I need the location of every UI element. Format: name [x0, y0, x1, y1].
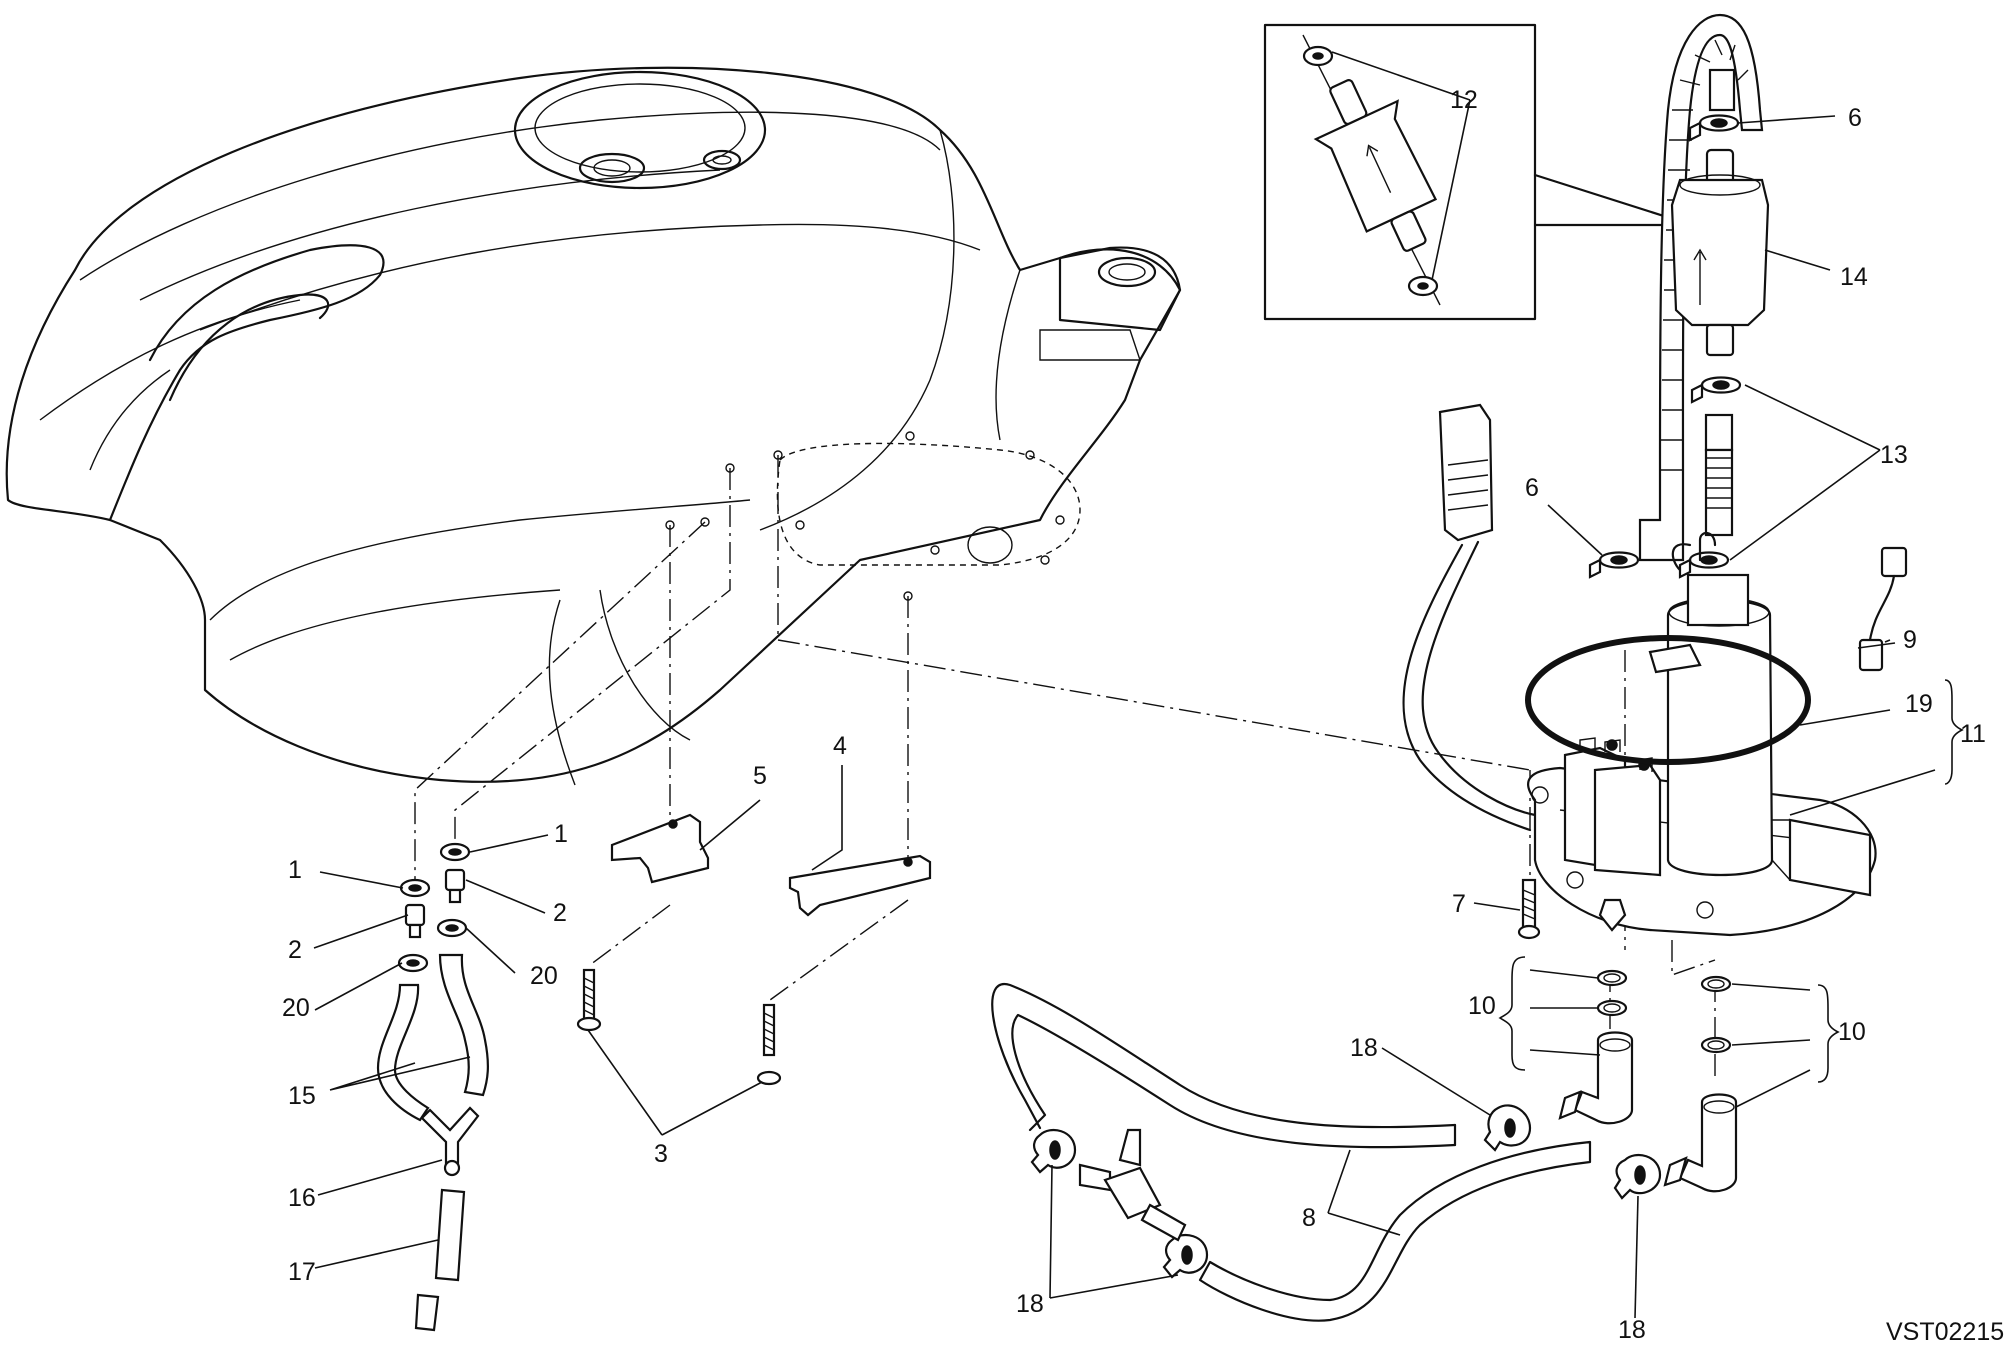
callout-20-left: 20	[282, 994, 310, 1022]
tank-bolt-holes	[665, 431, 1065, 601]
callout-13: 13	[1880, 441, 1908, 469]
fuel-pump-assembly-11	[1525, 532, 1877, 937]
screw-3-left	[576, 968, 602, 1032]
screw-3-right	[756, 1003, 782, 1086]
y-fitting-16	[420, 1106, 480, 1177]
figure-code: VST02215	[1886, 1318, 2004, 1346]
nipple-2-left	[404, 903, 426, 939]
callout-12: 12	[1450, 86, 1478, 114]
washer-1-left	[399, 878, 431, 898]
leader-lines	[313, 51, 1964, 1319]
elbow-fitting-left	[1558, 1031, 1634, 1125]
filter-detail-inset	[1263, 23, 1694, 321]
callout-7: 7	[1452, 890, 1466, 918]
hose-segment	[1704, 413, 1734, 537]
clip-18-right	[1613, 1153, 1662, 1200]
callout-10-right: 10	[1838, 1018, 1866, 1046]
clip-6-upper	[1688, 114, 1740, 142]
callout-19: 19	[1905, 690, 1933, 718]
callout-10-left: 10	[1468, 992, 1496, 1020]
o-rings-10-left	[1596, 969, 1628, 1017]
clip-13-upper	[1690, 376, 1742, 404]
clip-18-upper	[1483, 1104, 1532, 1152]
callout-11: 11	[1960, 720, 1986, 748]
callout-18-upper: 18	[1350, 1034, 1378, 1062]
sensor-9	[1858, 546, 1908, 672]
callout-6-upper: 6	[1848, 104, 1862, 132]
callout-2-right: 2	[553, 899, 567, 927]
bracket-5	[610, 813, 710, 884]
tank-rear-tab	[1039, 246, 1182, 361]
filler-cap-recess	[513, 70, 767, 190]
hose-15-left	[376, 983, 430, 1122]
callout-6-lower: 6	[1525, 474, 1539, 502]
callout-4: 4	[833, 732, 847, 760]
callout-labels: 1 1 2 2 3 4 5 6 6 7 8 9 10 10 11 12 13 1…	[282, 86, 1986, 1344]
pump-connector-harness	[1402, 403, 1537, 832]
callout-1-right: 1	[554, 820, 568, 848]
nipple-2-right	[444, 868, 466, 904]
clip-6-lower	[1588, 551, 1640, 579]
assembly-lines	[414, 455, 1716, 1080]
o-ring-19	[1525, 635, 1811, 765]
o-rings-10-right	[1700, 975, 1732, 1054]
callout-15: 15	[288, 1082, 316, 1110]
callout-17: 17	[288, 1258, 316, 1286]
callout-5: 5	[753, 762, 767, 790]
vent-fittings	[376, 842, 489, 1332]
hose-17	[434, 1188, 466, 1282]
callout-16: 16	[288, 1184, 316, 1212]
hose-15-right	[438, 953, 489, 1097]
bracket-4	[788, 854, 932, 917]
screw-7	[1517, 878, 1541, 940]
washer-1-right	[439, 842, 471, 862]
clip-13-lower	[1678, 551, 1730, 579]
clip-18-left-pair	[1030, 1128, 1209, 1279]
callout-2-left: 2	[288, 936, 302, 964]
callout-18-right: 18	[1618, 1316, 1646, 1344]
fuel-line-8-lower	[1198, 1140, 1592, 1322]
elbow-fitting-right	[1663, 1093, 1738, 1193]
fuel-tank	[5, 66, 1182, 786]
fuel-filter-14	[1670, 148, 1770, 357]
callout-20-right: 20	[530, 962, 558, 990]
callout-8: 8	[1302, 1204, 1316, 1232]
callout-3: 3	[654, 1140, 668, 1168]
callout-9: 9	[1903, 626, 1917, 654]
t-fitting	[1078, 1128, 1187, 1242]
clip-20-left	[397, 953, 429, 973]
fuel-line-8-upper	[991, 982, 1457, 1149]
callout-1-left: 1	[288, 856, 302, 884]
clip-20-right	[436, 918, 468, 938]
callout-14: 14	[1840, 263, 1868, 291]
callout-18-left: 18	[1016, 1290, 1044, 1318]
